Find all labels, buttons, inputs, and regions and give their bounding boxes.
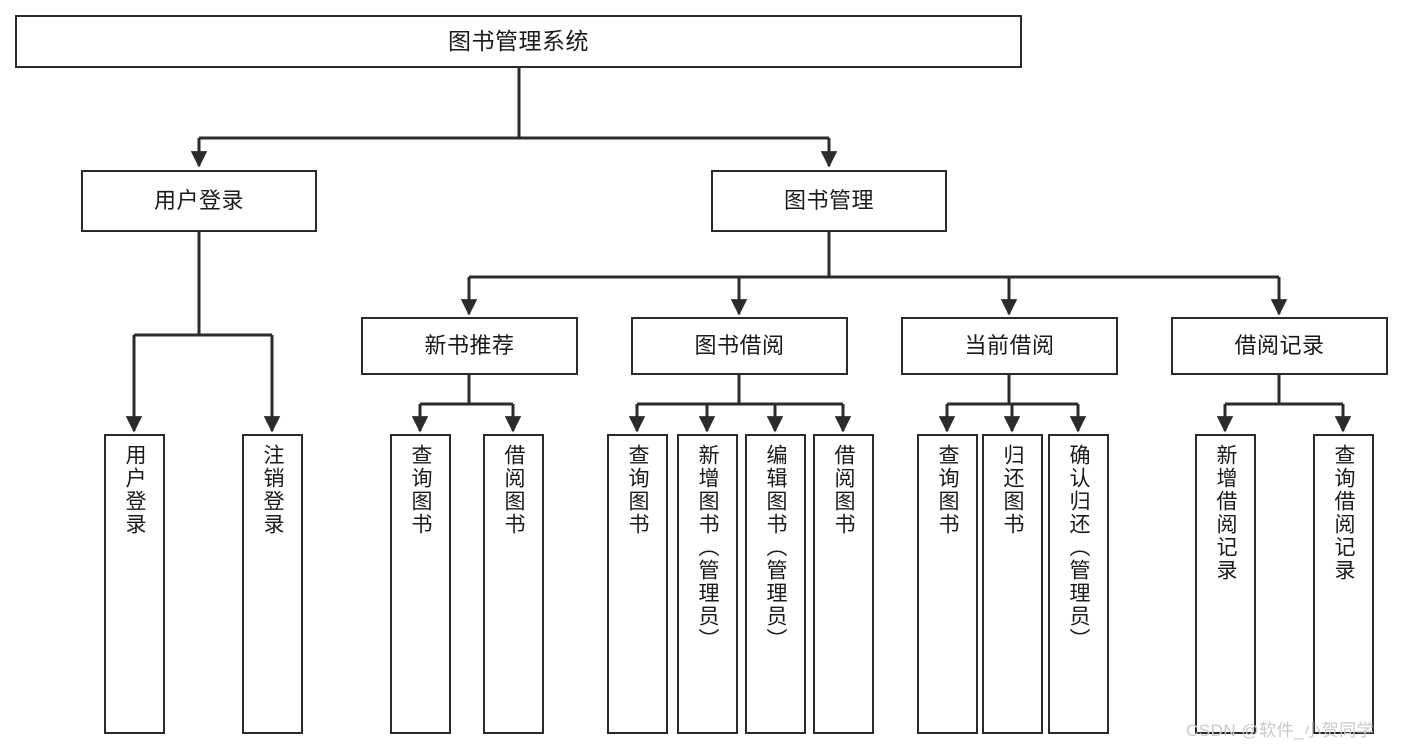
leaf-book-borrow-borrow-book[interactable]: 借阅图书 [813, 434, 874, 734]
leaf-user-login-logout[interactable]: 注销登录 [242, 434, 303, 734]
node-label: 查询图书 [626, 444, 649, 536]
node-new-book-recommend[interactable]: 新书推荐 [361, 317, 578, 375]
leaf-current-borrow-query-book[interactable]: 查询图书 [917, 434, 978, 734]
leaf-current-borrow-return-book[interactable]: 归还图书 [982, 434, 1043, 734]
node-book-management[interactable]: 图书管理 [711, 170, 947, 232]
node-label: 借阅图书 [832, 444, 855, 536]
node-root-book-management-system[interactable]: 图书管理系统 [15, 15, 1022, 68]
node-label: 编辑图书（管理员） [764, 444, 787, 651]
node-label: 借阅图书 [502, 444, 525, 536]
node-label: 新增图书（管理员） [696, 444, 719, 651]
leaf-book-borrow-add-book-admin[interactable]: 新增图书（管理员） [677, 434, 738, 734]
node-label: 用户登录 [123, 444, 146, 536]
node-label: 归还图书 [1001, 444, 1024, 536]
leaf-new-book-query-book[interactable]: 查询图书 [390, 434, 451, 734]
node-label: 新增借阅记录 [1214, 444, 1237, 582]
node-label: 借阅记录 [1234, 333, 1325, 359]
node-label: 查询图书 [409, 444, 432, 536]
node-label: 注销登录 [261, 444, 284, 536]
node-user-login[interactable]: 用户登录 [81, 170, 317, 232]
node-label: 查询图书 [936, 444, 959, 536]
leaf-current-borrow-confirm-return-admin[interactable]: 确认归还（管理员） [1048, 434, 1109, 734]
node-borrow-record[interactable]: 借阅记录 [1171, 317, 1388, 375]
node-label: 新书推荐 [424, 333, 515, 359]
node-label: 用户登录 [153, 188, 244, 214]
leaf-book-borrow-query-book[interactable]: 查询图书 [607, 434, 668, 734]
leaf-borrow-record-query-record[interactable]: 查询借阅记录 [1313, 434, 1374, 734]
node-label: 查询借阅记录 [1332, 444, 1355, 582]
leaf-book-borrow-edit-book-admin[interactable]: 编辑图书（管理员） [745, 434, 806, 734]
leaf-user-login-login[interactable]: 用户登录 [104, 434, 165, 734]
watermark: CSDN @软件_小贺同学 [1186, 721, 1375, 740]
leaf-new-book-borrow-book[interactable]: 借阅图书 [483, 434, 544, 734]
node-label: 图书管理 [783, 188, 874, 214]
node-book-borrow[interactable]: 图书借阅 [631, 317, 848, 375]
node-label: 确认归还（管理员） [1067, 444, 1090, 651]
node-label: 当前借阅 [964, 333, 1055, 359]
node-label: 图书管理系统 [448, 27, 589, 54]
leaf-borrow-record-add-record[interactable]: 新增借阅记录 [1195, 434, 1256, 734]
node-current-borrow[interactable]: 当前借阅 [901, 317, 1118, 375]
node-label: 图书借阅 [694, 333, 785, 359]
